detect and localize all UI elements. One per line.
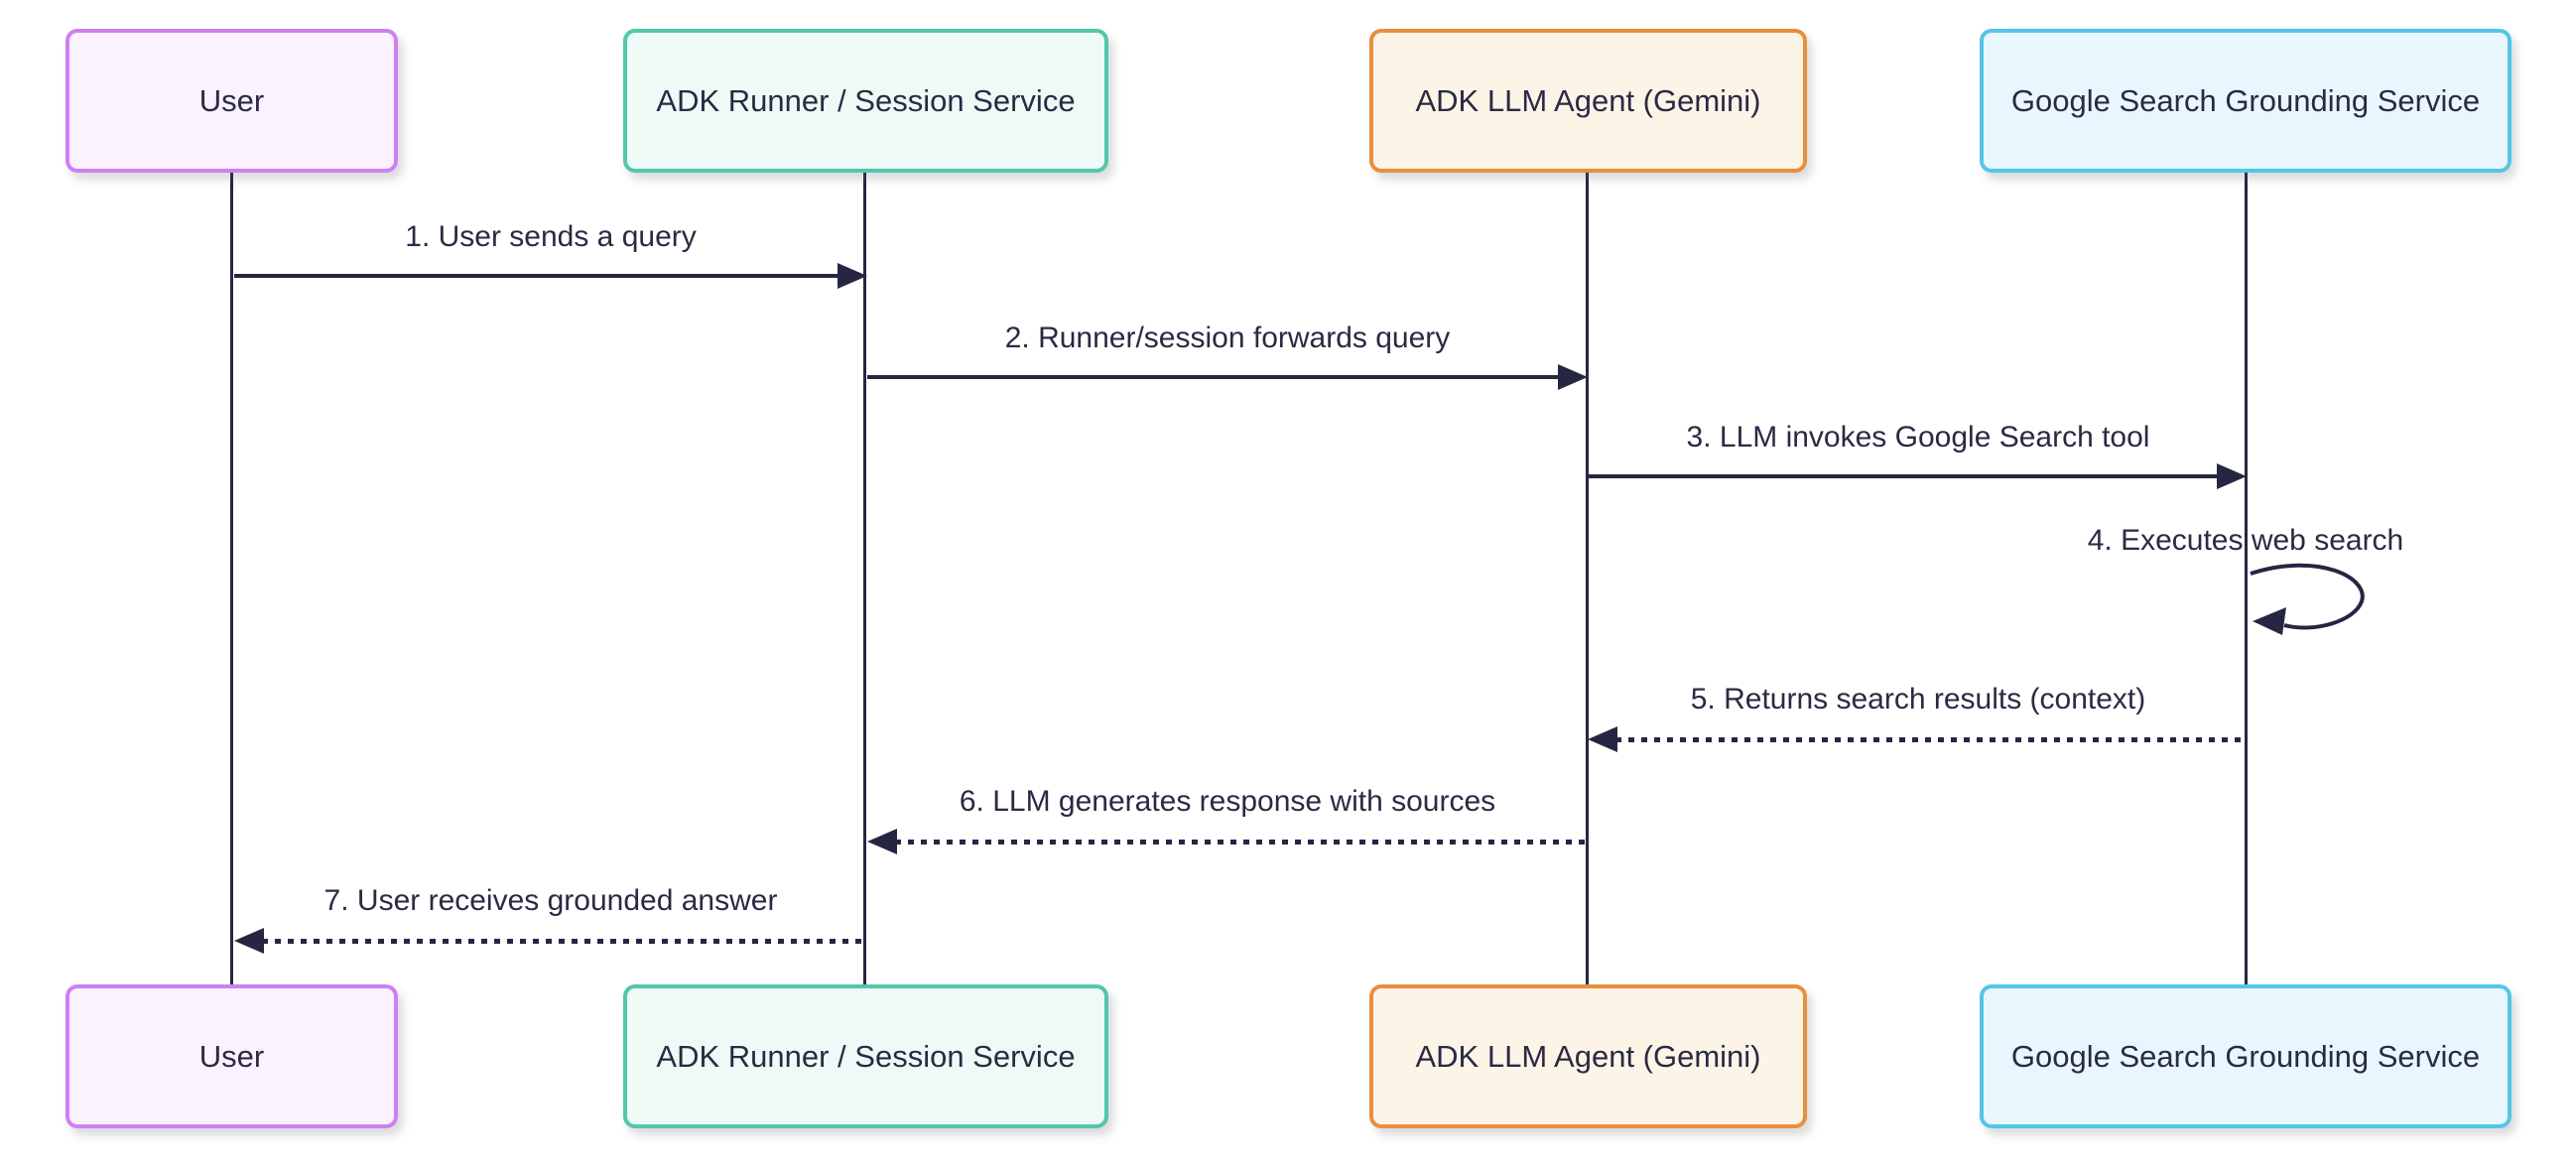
actor-box-user-bottom: User [65, 984, 398, 1128]
message-2-arrowhead-icon [1558, 364, 1588, 390]
lifeline-user [230, 169, 233, 986]
message-2-label: 2. Runner/session forwards query [1004, 322, 1451, 354]
actor-box-runner-bottom: ADK Runner / Session Service [623, 984, 1108, 1128]
message-1-line [234, 274, 839, 278]
message-6-arrowhead-icon [867, 829, 897, 854]
message-5-label: 5. Returns search results (context) [1690, 683, 2146, 716]
actor-box-google-top: Google Search Grounding Service [1980, 29, 2512, 173]
actor-label: Google Search Grounding Service [2010, 1038, 2481, 1074]
lifeline-google [2245, 169, 2248, 986]
message-7-arrowhead-icon [234, 928, 264, 954]
actor-label: ADK Runner / Session Service [656, 1038, 1076, 1074]
actor-label: User [198, 82, 265, 118]
message-5-line [1615, 737, 2247, 742]
message-7-line [262, 939, 867, 944]
actor-label: User [198, 1038, 265, 1074]
actor-box-llm-top: ADK LLM Agent (Gemini) [1369, 29, 1807, 173]
lifeline-runner [863, 169, 866, 986]
message-6-line [895, 840, 1588, 845]
message-3-line [1588, 474, 2219, 478]
message-3-arrowhead-icon [2217, 463, 2247, 489]
lifeline-llm [1586, 169, 1589, 986]
actor-box-google-bottom: Google Search Grounding Service [1980, 984, 2512, 1128]
message-7-label: 7. User receives grounded answer [323, 884, 778, 917]
message-3-label: 3. LLM invokes Google Search tool [1686, 421, 2150, 454]
actor-box-user-top: User [65, 29, 398, 173]
message-5-arrowhead-icon [1588, 726, 1617, 752]
actor-label: Google Search Grounding Service [2010, 82, 2481, 118]
self-loop-arrow-icon [2250, 563, 2365, 635]
message-2-line [867, 375, 1560, 379]
actor-box-llm-bottom: ADK LLM Agent (Gemini) [1369, 984, 1807, 1128]
actor-label: ADK Runner / Session Service [656, 82, 1076, 118]
message-4-label: 4. Executes web search [2087, 524, 2404, 557]
message-1-label: 1. User sends a query [405, 220, 697, 253]
actor-label: ADK LLM Agent (Gemini) [1415, 82, 1761, 118]
message-1-arrowhead-icon [837, 263, 867, 289]
actor-label: ADK LLM Agent (Gemini) [1415, 1038, 1761, 1074]
message-6-label: 6. LLM generates response with sources [959, 785, 1496, 818]
actor-box-runner-top: ADK Runner / Session Service [623, 29, 1108, 173]
